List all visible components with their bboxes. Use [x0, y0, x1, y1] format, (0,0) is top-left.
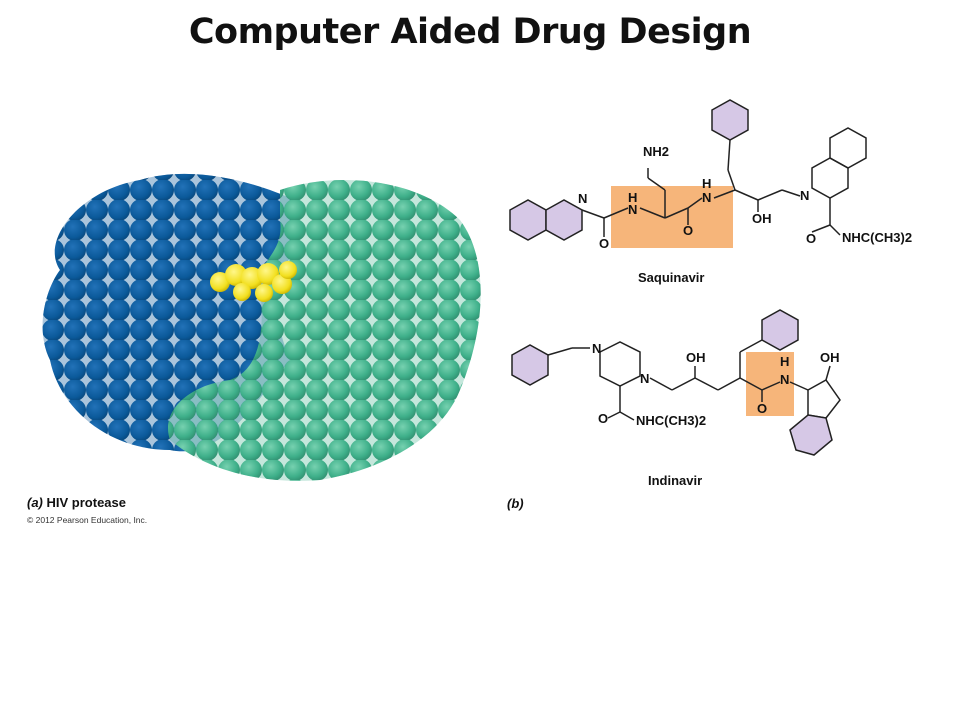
panel-b-caption: (b) — [507, 496, 524, 511]
saq-label-o2: O — [683, 223, 693, 238]
saq-label-oh: OH — [752, 211, 772, 226]
saq-label-n1: N — [628, 202, 637, 217]
saq-label-o1: O — [599, 236, 609, 251]
structures-panel: N NH2 H N H N O O OH N O NHC(CH3)2 Saqui… — [490, 90, 940, 510]
indinavir-structure: N N OH O NHC(CH3)2 H N O OH Indinavir — [511, 309, 841, 488]
saq-label-nh2: NH2 — [643, 144, 669, 159]
copyright-notice: © 2012 Pearson Education, Inc. — [27, 515, 148, 525]
saq-label-o3: O — [806, 231, 816, 246]
panel-b-letter: (b) — [507, 496, 524, 511]
saq-label-n3: N — [800, 188, 809, 203]
saquinavir-highlight — [611, 186, 733, 248]
ind-label-o2: O — [757, 401, 767, 416]
structures-graphic: N NH2 H N H N O O OH N O NHC(CH3)2 Saqui… — [509, 99, 912, 488]
ind-label-amide: NHC(CH3)2 — [636, 413, 706, 428]
panel-a-caption: (a) HIV protease — [27, 495, 126, 510]
ind-label-oh2: OH — [820, 350, 840, 365]
saq-label-amide: NHC(CH3)2 — [842, 230, 912, 245]
hiv-protease-image — [20, 160, 490, 490]
saquinavir-structure: N NH2 H N H N O O OH N O NHC(CH3)2 Saqui… — [509, 99, 912, 285]
indinavir-highlight — [746, 352, 794, 416]
inhibitor-ligand — [210, 261, 297, 302]
page-title: Computer Aided Drug Design — [188, 12, 752, 52]
saq-label-h1: H — [628, 190, 637, 205]
saq-label-n2: N — [702, 190, 711, 205]
saquinavir-name: Saquinavir — [638, 270, 704, 285]
ind-label-n-b: N — [640, 371, 649, 386]
saq-label-n-ring: N — [578, 191, 587, 206]
ind-label-h: H — [780, 354, 789, 369]
ind-label-oh1: OH — [686, 350, 706, 365]
ind-label-n-a: N — [592, 341, 601, 356]
indinavir-name: Indinavir — [648, 473, 702, 488]
saq-label-h2: H — [702, 176, 711, 191]
ind-label-n-c: N — [780, 372, 789, 387]
panel-a-letter: (a) — [27, 495, 43, 510]
ind-label-o1: O — [598, 411, 608, 426]
protease-spacefill-graphic — [42, 173, 481, 481]
panel-a-caption-text: HIV protease — [46, 495, 126, 510]
